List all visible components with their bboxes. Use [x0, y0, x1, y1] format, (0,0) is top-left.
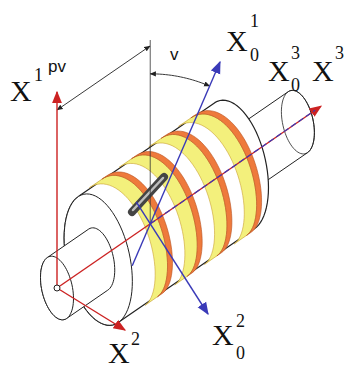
thread-rim	[191, 111, 262, 236]
axis-index: 1	[250, 12, 259, 30]
axis-x1	[56, 92, 57, 288]
origin-point	[54, 285, 60, 291]
axis-label: X	[212, 320, 234, 350]
axis-x01	[132, 62, 220, 266]
dimension-label: pv	[48, 58, 66, 75]
axis-label: X	[108, 338, 130, 368]
axis-index: 2	[236, 312, 245, 330]
axis-label: X	[226, 26, 248, 56]
worm-body	[41, 90, 315, 325]
tool-rod	[132, 177, 164, 212]
axis-index: 3	[335, 44, 344, 62]
axis-subscript: 0	[291, 76, 300, 94]
axis-subscript: 0	[236, 344, 245, 362]
thread-rim	[131, 152, 202, 277]
axis-index: 1	[34, 66, 43, 84]
reference-line	[150, 40, 151, 224]
axis-x02	[136, 202, 208, 314]
axis-subscript: 0	[250, 46, 259, 64]
angle-arc	[150, 74, 209, 86]
axis-label: X	[312, 56, 334, 86]
dimension-line	[57, 46, 150, 110]
axes	[54, 40, 321, 330]
angle-label: v	[170, 46, 179, 63]
thread-flank	[178, 114, 256, 244]
axis-x03	[150, 110, 315, 224]
axis-x2	[57, 288, 125, 330]
thread-rim	[161, 131, 232, 256]
axis-index: 3	[291, 44, 300, 62]
axis-index: 2	[131, 330, 140, 348]
axis-label: X	[268, 56, 290, 86]
axis-label: X	[10, 76, 32, 106]
